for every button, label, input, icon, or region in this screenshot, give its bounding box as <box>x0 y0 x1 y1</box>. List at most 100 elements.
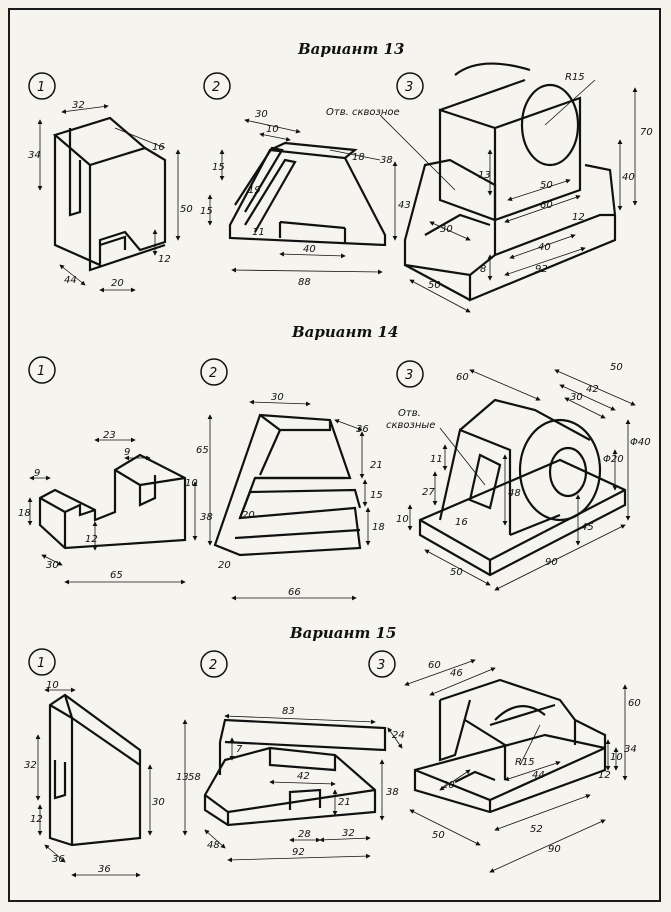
v15-p2-dim-7: 28 <box>298 829 311 840</box>
v14-p3-note-1: Отв. <box>398 408 421 419</box>
v15-p3-dim-2: 60 <box>628 698 641 709</box>
v13-part3-number: 3 <box>405 80 413 95</box>
v13-part3-drawing: 3 Отв. сквозное <box>326 62 653 313</box>
v14-p3-dim-10: 16 <box>455 517 468 528</box>
v14-part3-number: 3 <box>405 368 413 383</box>
v15-part3-number: 3 <box>377 658 385 673</box>
v14-p2-dim-4: 15 <box>370 490 383 501</box>
v13-p2-dim-9: 43 <box>398 200 411 211</box>
v14-p2-dim-5: 18 <box>372 522 385 533</box>
v13-p2-dim-5: 15 <box>200 206 213 217</box>
v14-p3-dim-6: 11 <box>430 454 443 465</box>
v13-p3-dim-10: 92 <box>535 264 548 275</box>
v14-p3-dim-9: 10 <box>396 514 409 525</box>
v14-part1-drawing: 1 23 9 9 10 18 38 12 30 65 <box>18 356 213 585</box>
v15-p3-dim-4: 20 <box>442 780 455 791</box>
v14-p1-dim-8: 65 <box>110 570 123 581</box>
v14-p2-dim-1: 36 <box>356 424 369 435</box>
v14-p3-dim-5: Φ40 <box>630 437 651 448</box>
v15-part3-circle <box>368 650 396 678</box>
variant-13-title: Вариант 13 <box>298 40 405 58</box>
v14-p2-dim-2: 65 <box>196 445 209 456</box>
v15-p3-dim-5: 44 <box>532 770 545 781</box>
v15-p2-dim-1: 24 <box>392 730 405 741</box>
v15-p3-dim-1: 46 <box>450 668 463 679</box>
v14-p2-dim-6: 20 <box>242 510 255 521</box>
v15-p1-dim-2: 13 <box>176 772 189 783</box>
v13-p3-dim-7: 12 <box>572 212 585 223</box>
v14-p2-dim-8: 66 <box>288 587 301 598</box>
v13-p2-dim-6: 19 <box>248 185 261 196</box>
v13-p3-dim-5: 60 <box>540 200 553 211</box>
v13-p2-dim-0: 30 <box>255 109 268 120</box>
v14-p1-dim-7: 30 <box>46 560 59 571</box>
v13-part1-drawing: 1 32 16 34 50 12 44 20 <box>28 72 193 293</box>
v13-p3-dim-3: 50 <box>540 180 553 191</box>
v15-part1-number: 1 <box>37 656 45 671</box>
v14-p1-dim-3: 10 <box>185 478 198 489</box>
v15-p2-dim-6: 48 <box>207 840 220 851</box>
v13-p2-dim-7: 11 <box>252 227 265 238</box>
v13-p3-dim-8: 8 <box>480 264 486 275</box>
v13-p3-dim-6: 30 <box>440 224 453 235</box>
v13-p1-dim-2: 34 <box>28 150 41 161</box>
v14-p3-dim-4: Φ20 <box>603 454 624 465</box>
v15-p2-dim-3: 42 <box>297 771 310 782</box>
v14-p3-dim-3: 30 <box>570 392 583 403</box>
v15-p3-dim-11: 90 <box>548 844 561 855</box>
v15-p2-dim-2: 7 <box>236 744 243 755</box>
v13-p3-dim-9: 40 <box>538 242 551 253</box>
v14-p1-dim-4: 18 <box>18 508 31 519</box>
v13-p3-dim-0: R15 <box>565 72 585 83</box>
v15-p3-dim-3: R15 <box>515 757 535 768</box>
v15-p1-dim-3: 58 <box>188 772 201 783</box>
v15-p1-dim-5: 12 <box>30 814 43 825</box>
v13-p3-dim-2: 13 <box>478 170 491 181</box>
v15-p3-dim-8: 34 <box>624 744 637 755</box>
v13-p1-dim-3: 50 <box>180 204 193 215</box>
v14-part2-number: 2 <box>209 366 217 381</box>
v13-p2-dim-8: 40 <box>303 244 316 255</box>
v15-p3-dim-9: 50 <box>432 830 445 841</box>
v13-part3-circle <box>396 72 424 100</box>
v14-p3-dim-13: 90 <box>545 557 558 568</box>
v14-p2-dim-0: 30 <box>271 392 284 403</box>
v13-p2-dim-4: 15 <box>212 162 225 173</box>
v15-part1-drawing: 1 10 32 13 58 30 12 36 36 <box>24 648 201 878</box>
v15-p1-dim-0: 10 <box>46 680 59 691</box>
v14-p2-dim-3: 21 <box>370 460 383 471</box>
v13-p1-dim-0: 32 <box>72 100 85 111</box>
v15-p1-dim-4: 30 <box>152 797 165 808</box>
v13-p3-dim-11: 50 <box>428 280 441 291</box>
v13-part2-circle <box>203 72 231 100</box>
v13-p2-dim-2: 18 <box>352 152 365 163</box>
variant-15-title: Вариант 15 <box>290 624 397 642</box>
v15-p1-dim-7: 36 <box>98 864 111 875</box>
v15-p3-dim-7: 10 <box>610 752 623 763</box>
v15-p3-dim-6: 12 <box>598 770 611 781</box>
v14-p1-dim-0: 23 <box>103 430 116 441</box>
v14-p3-dim-2: 42 <box>586 384 599 395</box>
v13-p3-dim-1: 70 <box>640 127 653 138</box>
v14-p1-dim-2: 9 <box>34 468 40 479</box>
v13-p2-dim-10: 88 <box>298 277 311 288</box>
v15-p2-dim-0: 83 <box>282 706 295 717</box>
v14-p3-dim-1: 50 <box>610 362 623 373</box>
v14-p1-dim-1: 9 <box>124 447 130 458</box>
v14-p2-dim-7: 20 <box>218 560 231 571</box>
v13-p2-dim-3: 38 <box>380 155 393 166</box>
v15-p2-dim-4: 21 <box>338 797 351 808</box>
v14-p1-dim-6: 12 <box>85 534 98 545</box>
v14-p3-dim-0: 60 <box>456 372 469 383</box>
v15-p2-dim-8: 32 <box>342 828 355 839</box>
v13-p1-dim-1: 16 <box>152 142 165 153</box>
v15-p3-dim-10: 52 <box>530 824 543 835</box>
v13-p3-dim-4: 40 <box>622 172 635 183</box>
v13-part2-number: 2 <box>212 80 220 95</box>
v14-p1-dim-5: 38 <box>200 512 213 523</box>
v15-part2-number: 2 <box>209 658 217 673</box>
v13-p1-dim-6: 20 <box>111 278 124 289</box>
v14-part3-circle <box>396 360 424 388</box>
v15-p2-dim-5: 38 <box>386 787 399 798</box>
